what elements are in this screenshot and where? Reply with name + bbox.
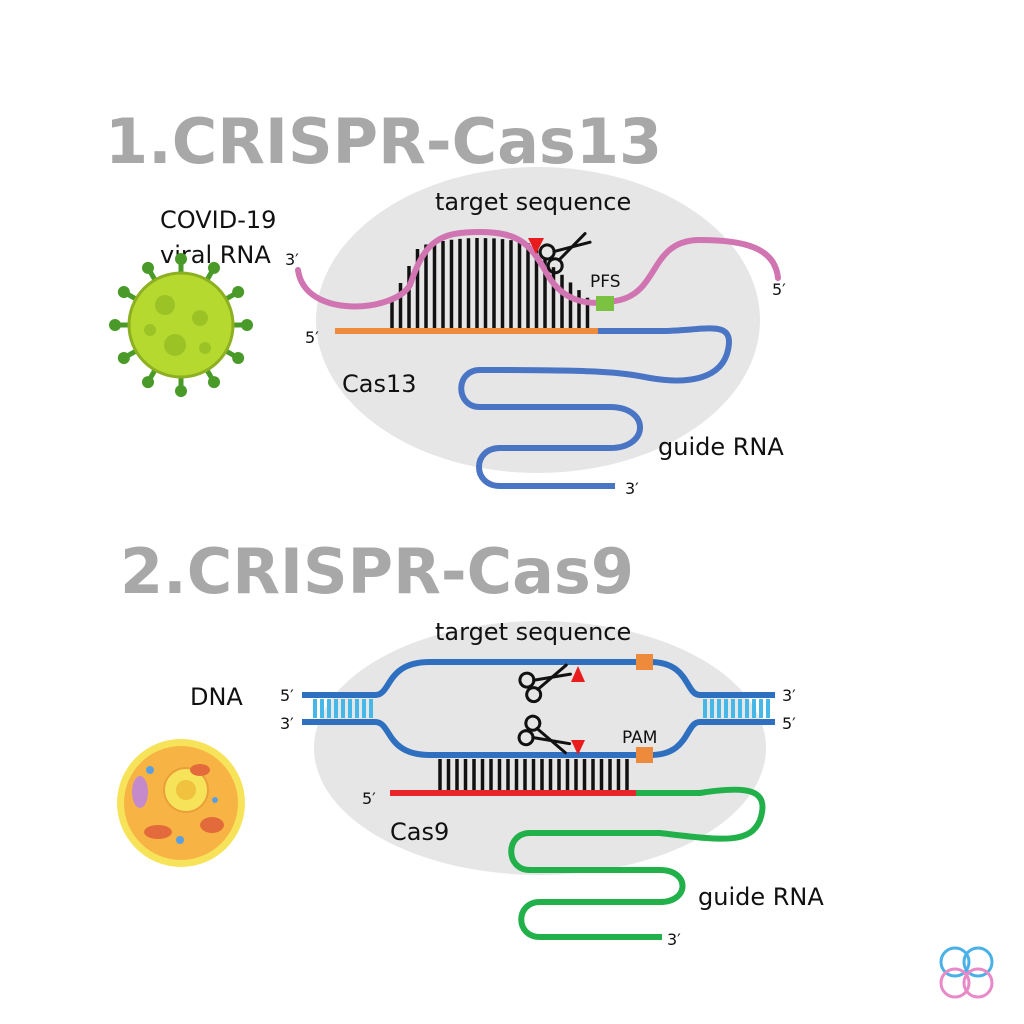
cas13-cut-marker bbox=[528, 238, 544, 254]
cas9-title: 2.CRISPR-Cas9 bbox=[120, 535, 634, 608]
cas13-section: 1.CRISPR-Cas13 target sequence COVID-19 … bbox=[105, 105, 786, 498]
virus-spike-tip bbox=[142, 261, 154, 274]
cas9-dna-top-strand bbox=[302, 659, 775, 698]
cas9-guide-scaffold bbox=[508, 786, 766, 940]
scissors-icon bbox=[538, 232, 592, 275]
cas9-source-label: DNA bbox=[190, 683, 243, 711]
cas9-base-pairs bbox=[438, 759, 629, 790]
cas9-protein-label: Cas9 bbox=[390, 818, 449, 846]
cas13-guide-3prime: 3′ bbox=[625, 479, 639, 498]
cas9-pam-bottom bbox=[636, 747, 653, 763]
cas9-pam-top bbox=[636, 654, 653, 670]
virus-spike-tip bbox=[232, 352, 245, 364]
cas13-target-label: target sequence bbox=[435, 188, 631, 216]
virus-spike-tip bbox=[175, 253, 187, 265]
cas13-guide-label: guide RNA bbox=[658, 433, 784, 461]
cas13-base-pairs bbox=[390, 238, 590, 328]
virus-spike-tip bbox=[109, 319, 121, 331]
cas9-left-top-end: 5′ bbox=[280, 686, 294, 705]
cas13-pfs-motif bbox=[596, 296, 614, 311]
cas9-pam-label: PAM bbox=[622, 728, 657, 748]
cas9-guide-5prime: 5′ bbox=[362, 789, 376, 808]
virus-icon bbox=[109, 253, 253, 397]
scissors-icon bbox=[517, 714, 572, 755]
cas13-guide-scaffold bbox=[458, 325, 732, 489]
cas9-section: 2.CRISPR-Cas9 tar bbox=[117, 535, 824, 949]
virus-spike-tip bbox=[117, 352, 130, 364]
cas9-cut-marker-bottom bbox=[571, 740, 585, 755]
virus-spike-tip bbox=[142, 376, 154, 389]
virus-spike-tip bbox=[175, 385, 187, 397]
cas13-viral-rna bbox=[295, 228, 781, 310]
cas13-source-line1: COVID-19 bbox=[160, 206, 276, 234]
virus-spike-tip bbox=[232, 286, 245, 298]
cas13-viral-3prime: 3′ bbox=[285, 250, 299, 269]
logo-icon bbox=[939, 946, 994, 999]
cas13-protein-label: Cas13 bbox=[342, 370, 417, 398]
cas13-guide-5prime: 5′ bbox=[305, 328, 319, 347]
cas9-dna-bottom-strand bbox=[302, 719, 775, 758]
cas9-guide-3prime: 3′ bbox=[667, 930, 681, 949]
cas13-viral-5prime: 5′ bbox=[772, 280, 786, 299]
cas13-title: 1.CRISPR-Cas13 bbox=[105, 105, 662, 178]
cas13-pfs-label: PFS bbox=[590, 272, 621, 292]
cas9-dna-duplex-right bbox=[703, 699, 770, 718]
virus-spike-tip bbox=[208, 376, 220, 389]
cas9-target-label: target sequence bbox=[435, 618, 631, 646]
scissors-icon bbox=[518, 663, 572, 704]
virus-spike-tip bbox=[241, 319, 253, 331]
cas9-left-bottom-end: 3′ bbox=[280, 714, 294, 733]
cas9-right-bottom-end: 5′ bbox=[782, 714, 796, 733]
cell-icon bbox=[117, 739, 245, 867]
cas9-cut-marker-top bbox=[571, 666, 585, 682]
cas9-right-top-end: 3′ bbox=[782, 686, 796, 705]
cas9-dna-duplex-left bbox=[313, 699, 373, 718]
virus-spike-tip bbox=[117, 286, 130, 298]
cas9-guide-label: guide RNA bbox=[698, 883, 824, 911]
virus-spike-tip bbox=[208, 261, 220, 274]
cas9-protein bbox=[314, 621, 766, 875]
